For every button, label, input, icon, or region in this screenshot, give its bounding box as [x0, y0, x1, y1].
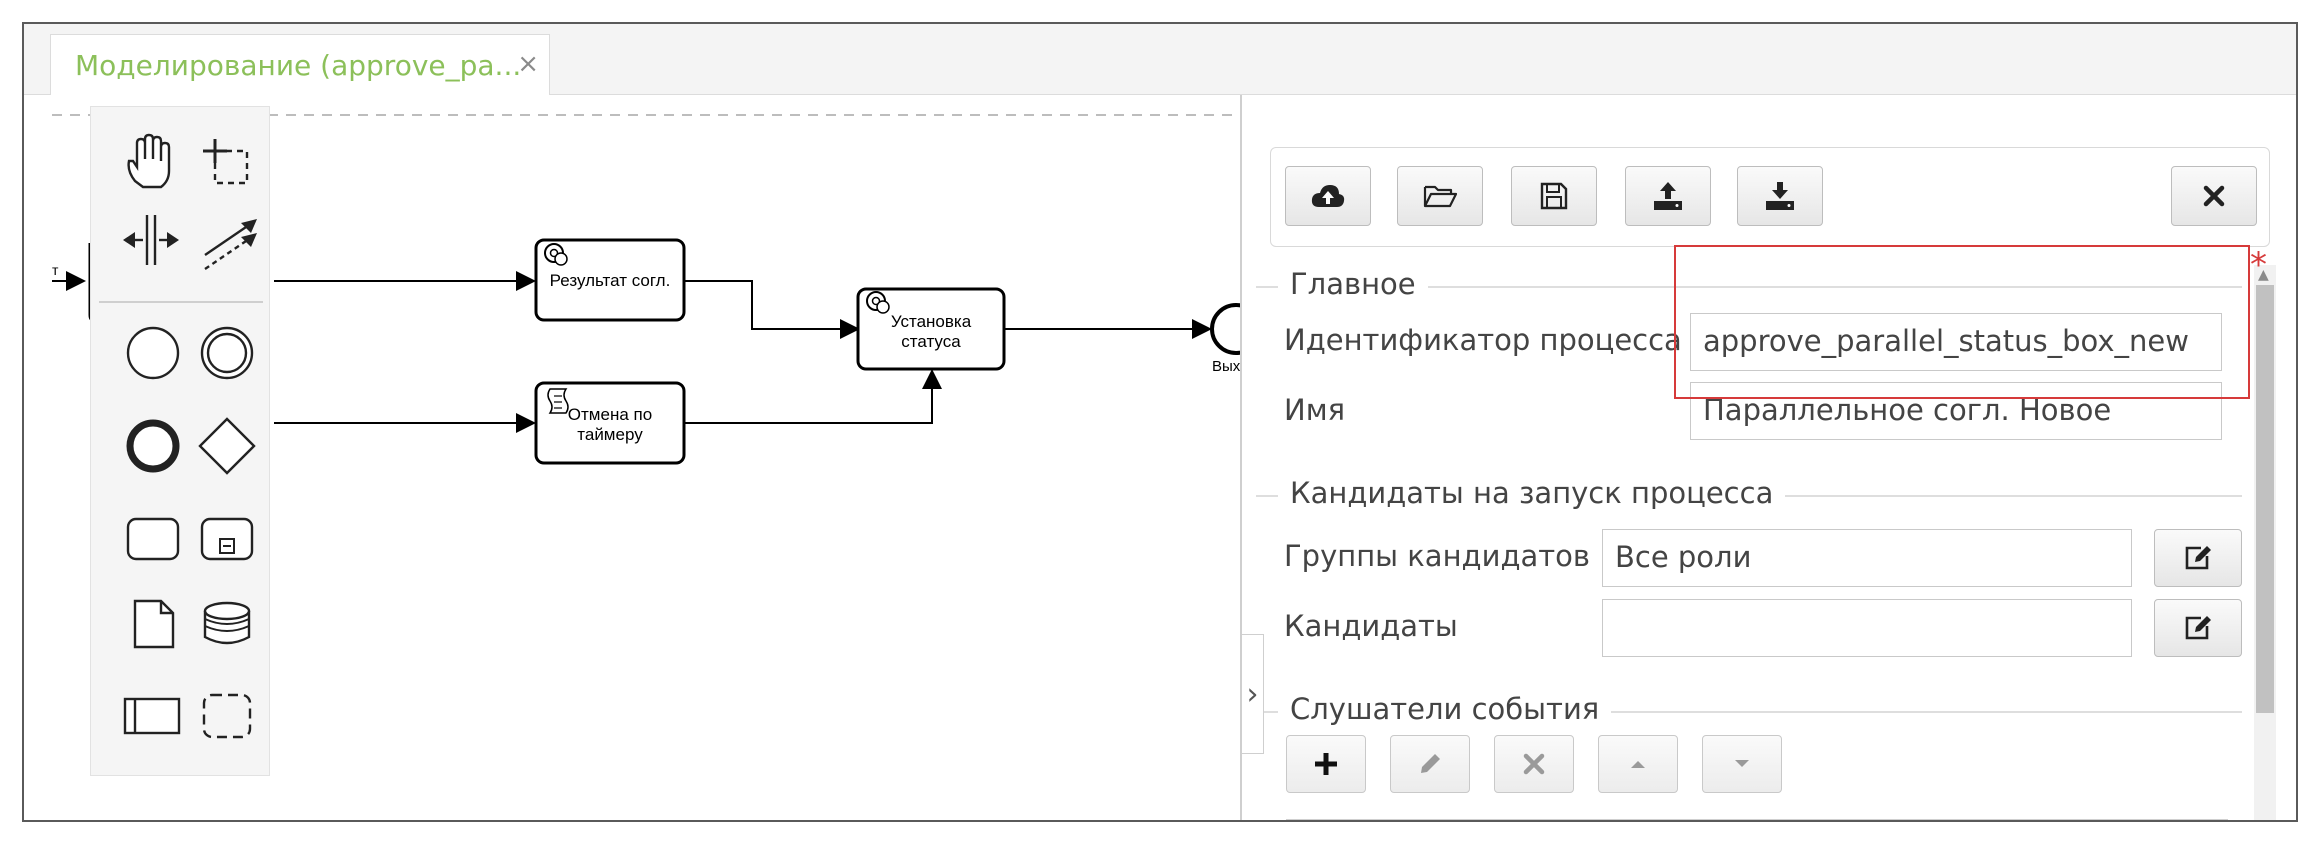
task-set-status[interactable]: Установка статуса	[856, 287, 1006, 371]
delete-icon	[1523, 753, 1545, 775]
tab-close-icon[interactable]: ×	[517, 49, 539, 79]
section-listeners-title: Слушатели события	[1278, 692, 1612, 726]
export-icon	[1654, 182, 1682, 210]
tab-modeling[interactable]: Моделирование (approve_pa... ×	[50, 34, 550, 95]
close-icon	[2203, 185, 2225, 207]
task-timer-cancel[interactable]: Отмена по таймеру	[534, 381, 686, 465]
hand-tool-icon[interactable]	[127, 133, 171, 189]
edit-listener-button[interactable]	[1390, 735, 1470, 793]
process-id-input[interactable]: approve_parallel_status_box_new	[1690, 313, 2222, 371]
script-icon	[547, 388, 569, 414]
add-listener-button[interactable]	[1286, 735, 1366, 793]
candidates-input[interactable]	[1602, 599, 2132, 657]
export-button[interactable]	[1625, 166, 1711, 226]
save-button[interactable]	[1511, 166, 1597, 226]
save-icon	[1540, 182, 1568, 210]
move-up-listener-button[interactable]	[1598, 735, 1678, 793]
move-up-icon	[1631, 761, 1645, 768]
edit-icon	[2185, 546, 2211, 570]
listeners-table	[1286, 819, 2228, 820]
cloud-upload-icon	[1311, 185, 1345, 207]
chevron-right-icon: ›	[1246, 676, 1259, 712]
tool-palette	[90, 106, 270, 776]
end-event-label: Выхо	[1212, 358, 1240, 375]
folder-open-icon	[1423, 185, 1457, 208]
add-icon	[1315, 753, 1337, 775]
tab-title: Моделирование (approve_pa...	[75, 49, 522, 82]
import-button[interactable]	[1737, 166, 1823, 226]
intermediate-event-icon[interactable]	[200, 326, 254, 380]
scrollbar-thumb[interactable]	[2256, 285, 2274, 713]
properties-panel: ▲ Главное Идентификатор процесса approve…	[1242, 95, 2296, 820]
section-candidates-title: Кандидаты на запуск процесса	[1278, 476, 1786, 510]
data-object-icon[interactable]	[133, 599, 175, 649]
task-icon[interactable]	[126, 517, 180, 561]
tab-bar: Моделирование (approve_pa... ×	[24, 24, 2296, 95]
process-name-label: Имя	[1284, 393, 1346, 427]
space-tool-icon[interactable]	[123, 215, 179, 265]
end-event-icon[interactable]	[126, 419, 180, 473]
pencil-icon	[1421, 754, 1440, 773]
section-listeners-line	[1256, 711, 2242, 713]
section-main-line	[1256, 286, 2242, 288]
candidates-label: Кандидаты	[1284, 609, 1458, 643]
scroll-up-icon[interactable]: ▲	[2258, 267, 2269, 283]
task-timer-label-1: Отмена по	[568, 405, 652, 424]
task-timer-label-2: таймеру	[577, 425, 643, 444]
close-panel-button[interactable]	[2171, 166, 2257, 226]
cloud-upload-button[interactable]	[1285, 166, 1371, 226]
end-event[interactable]: Выхо	[1210, 303, 1240, 375]
task-set-status-label-1: Установка	[891, 312, 972, 331]
panel-divider[interactable]	[1240, 95, 1242, 820]
open-button[interactable]	[1397, 166, 1483, 226]
group-icon[interactable]	[202, 693, 252, 739]
process-id-label: Идентификатор процесса	[1284, 323, 1682, 357]
app-window: Моделирование (approve_pa... × т	[22, 22, 2298, 822]
task-set-status-label-2: статуса	[901, 332, 961, 351]
validation-highlight	[1674, 245, 2250, 399]
properties-toolbar	[1270, 147, 2270, 247]
required-marker: *	[2250, 245, 2267, 285]
task-result[interactable]: Результат согл.	[534, 238, 686, 322]
delete-listener-button[interactable]	[1494, 735, 1574, 793]
collapse-panel-toggle[interactable]: ›	[1242, 634, 1264, 754]
move-down-icon	[1735, 760, 1749, 767]
pool-icon[interactable]	[123, 697, 181, 735]
import-icon	[1766, 182, 1794, 210]
start-event-icon[interactable]	[126, 326, 180, 380]
gear-icon	[866, 291, 890, 314]
section-main-title: Главное	[1278, 267, 1428, 301]
lasso-tool-icon[interactable]	[203, 139, 249, 185]
subprocess-icon[interactable]	[200, 517, 254, 561]
edit-icon	[2185, 616, 2211, 640]
gateway-icon[interactable]	[198, 417, 256, 475]
candidate-groups-input[interactable]: Все роли	[1602, 529, 2132, 587]
left-fragment-label: т	[52, 262, 59, 278]
move-down-listener-button[interactable]	[1702, 735, 1782, 793]
edit-candidates-button[interactable]	[2154, 599, 2242, 657]
gear-icon	[544, 243, 568, 266]
edit-candidate-groups-button[interactable]	[2154, 529, 2242, 587]
connect-tool-icon[interactable]	[204, 219, 257, 270]
task-result-label: Результат согл.	[550, 271, 671, 290]
data-store-icon[interactable]	[203, 601, 251, 645]
candidate-groups-label: Группы кандидатов	[1284, 539, 1590, 573]
sequence-flows[interactable]	[274, 271, 1212, 433]
